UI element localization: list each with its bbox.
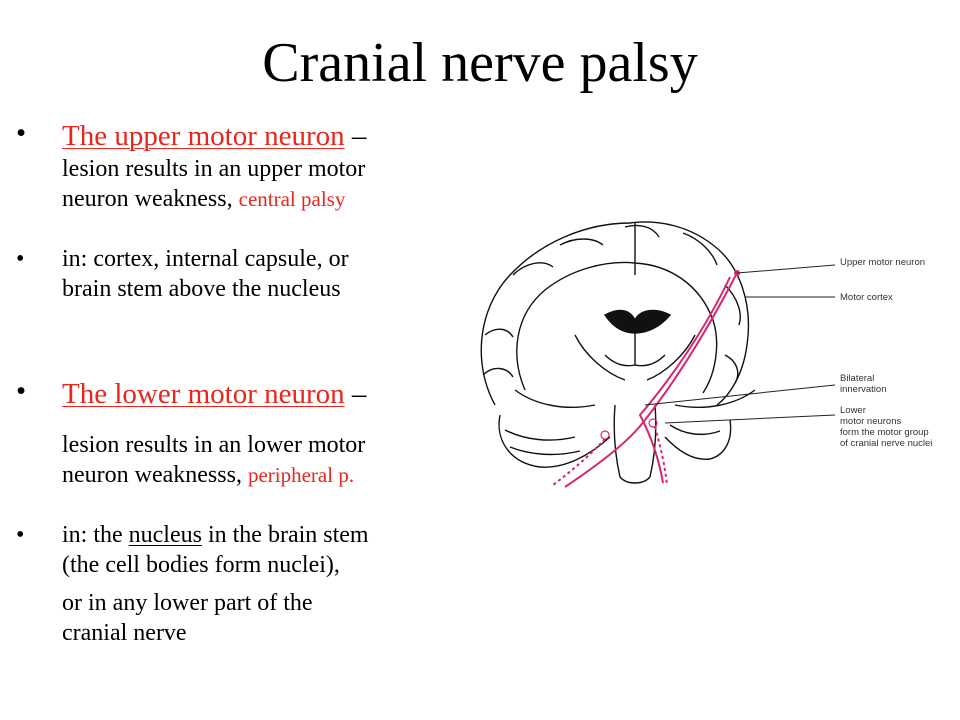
bullet-line: lesion results in an lower motor (62, 432, 366, 458)
brain-cross-section-figure: Upper motor neuron Motor cortex Bilatera… (480, 221, 932, 488)
figure-labels: Upper motor neuron Motor cortex Bilatera… (840, 257, 932, 449)
bullet-line: brain stem above the nucleus (62, 276, 341, 302)
bullet-marker: • (16, 522, 25, 548)
line-text: in: the (62, 522, 129, 548)
bilateral-innervation-pathway (638, 276, 731, 484)
bullet-text: in: the nucleus in the brain stem (the c… (62, 520, 369, 648)
bullet-text: in: cortex, internal capsule, or brain s… (62, 244, 349, 304)
label-cranial-nerve-nuclei: of cranial nerve nuclei (840, 438, 932, 449)
heading-lower-motor-neuron: The lower motor neuron (62, 378, 345, 410)
bullet-heading-line: The upper motor neuron – (62, 118, 366, 154)
lower-motor-neuron-left (552, 438, 606, 486)
heading-upper-motor-neuron: The upper motor neuron (62, 120, 345, 152)
bullet-line: neuron weakness, central palsy (62, 184, 366, 214)
bullet-text: The lower motor neuron – lesion results … (62, 376, 366, 490)
peripheral-palsy-term: peripheral p. (247, 463, 355, 487)
upper-motor-neuron-pathway (564, 272, 738, 488)
bullet-line: (the cell bodies form nuclei), (62, 552, 340, 578)
label-motor-group: form the motor group (840, 427, 929, 438)
line-text: in the brain stem (201, 522, 369, 548)
nucleus-right (648, 418, 658, 428)
lower-motor-neuron-right (654, 426, 668, 486)
bullet-line: in: the nucleus in the brain stem (62, 520, 369, 550)
nucleus-term: nucleus (128, 522, 202, 548)
label-innervation: innervation (840, 384, 886, 395)
label-upper-motor-neuron: Upper motor neuron (840, 257, 925, 268)
motor-pathway (552, 270, 740, 488)
bullet-marker: • (16, 375, 27, 407)
label-motor-cortex: Motor cortex (840, 292, 893, 303)
label-motor-neurons: motor neurons (840, 416, 902, 427)
slide-title: Cranial nerve palsy (262, 32, 698, 94)
label-bilateral: Bilateral (840, 373, 874, 384)
bullet-marker: • (16, 117, 27, 149)
bullet-line: neuron weaknesss, peripheral p. (62, 460, 366, 490)
label-lower: Lower (840, 405, 866, 416)
bullet-marker: • (16, 246, 25, 272)
heading-dash: – (344, 120, 367, 152)
nucleus-left (600, 430, 610, 440)
central-palsy-term: central palsy (238, 187, 346, 211)
label-leaders (644, 264, 836, 424)
bullet-line: lesion results in an upper motor (62, 156, 366, 182)
bullet-line: in: cortex, internal capsule, or (62, 246, 349, 272)
brain-outline (480, 221, 756, 484)
bullet-text: The upper motor neuron – lesion results … (62, 118, 366, 214)
bullet-line: cranial nerve (62, 620, 187, 646)
bullet-heading-line: The lower motor neuron – (62, 376, 366, 412)
line-text: neuron weaknesss, (62, 462, 248, 488)
bullet-line: or in any lower part of the (62, 590, 313, 616)
heading-dash: – (344, 378, 367, 410)
line-text: neuron weakness, (62, 186, 239, 212)
